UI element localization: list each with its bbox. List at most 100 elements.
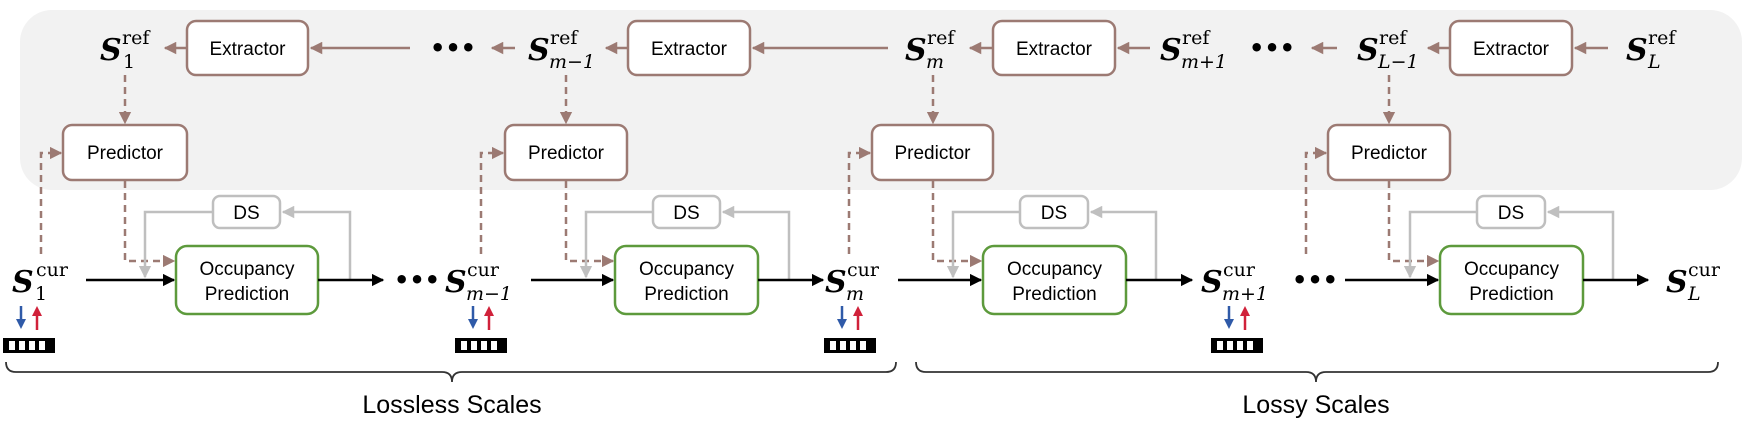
ref-node-l-1-base: S — [1357, 33, 1379, 68]
cur-node-l-sup: cur — [1688, 259, 1721, 281]
op4-line1: Occupancy — [1464, 259, 1560, 280]
lossy-brace — [915, 361, 1719, 383]
ref-node-1-base: S — [100, 33, 122, 68]
ds3-feedback-in — [1089, 205, 1158, 280]
ds-3-label: DS — [1041, 203, 1067, 224]
ds-box-4: DS — [1475, 194, 1547, 230]
ref-node-m: S ref m — [905, 27, 956, 73]
cur-node-m+1-sub: m+1 — [1222, 283, 1268, 305]
predictor-4-label: Predictor — [1351, 143, 1428, 164]
bitstream-group-m+1 — [1211, 306, 1263, 353]
dashed-predictor4-to-occupancy4 — [1387, 181, 1440, 268]
ellipsis-cur-2: ••• — [1292, 266, 1338, 294]
ref-node-m-1: S ref m−1 — [528, 27, 595, 73]
cur-node-l-base: S — [1666, 265, 1688, 300]
lossy-scales-label: Lossy Scales — [1242, 391, 1389, 419]
ref-node-m-1-sub: m−1 — [549, 51, 595, 73]
ds-2-label: DS — [673, 203, 699, 224]
cur-node-m-base: S — [825, 265, 847, 300]
ds2-feedback-out — [579, 210, 653, 279]
ref-node-m+1-base: S — [1160, 33, 1182, 68]
extractor-4-label: Extractor — [1473, 39, 1550, 60]
op3-line1: Occupancy — [1007, 259, 1103, 280]
predictor-box-2: Predictor — [503, 123, 629, 182]
cur-node-1: S cur 1 — [12, 259, 69, 305]
up-arrow-icon — [32, 306, 42, 330]
op2-line2: Prediction — [644, 284, 729, 305]
cur-node-m-1-sup: cur — [467, 259, 500, 281]
ref-node-m-1-base: S — [528, 33, 550, 68]
ref-node-l-sub: L — [1647, 51, 1661, 73]
lossless-scales-label: Lossless Scales — [362, 391, 541, 419]
bitstream-group-m-1 — [455, 306, 507, 353]
ellipsis-ref-1: ••• — [430, 34, 476, 62]
ds3-feedback-out — [946, 210, 1020, 279]
op2-line1: Occupancy — [639, 259, 735, 280]
cur-node-m-sub: m — [846, 283, 864, 305]
op3-line2: Prediction — [1012, 284, 1097, 305]
ref-node-l-1-sup: ref — [1379, 27, 1408, 49]
ref-node-l-base: S — [1626, 33, 1648, 68]
ellipsis-ref-2: ••• — [1249, 34, 1295, 62]
dashed-predictor3-to-occupancy3 — [931, 181, 983, 268]
ds-box-2: DS — [651, 194, 722, 230]
down-arrow-icon — [837, 306, 847, 329]
occupancy-prediction-box-3: Occupancy Prediction — [981, 244, 1128, 316]
cur-node-m+1: S cur m+1 — [1201, 259, 1268, 305]
dashed-predictor1-to-occupancy1 — [123, 181, 176, 268]
bitstream-group-m — [824, 306, 876, 353]
cur-node-m-sup: cur — [847, 259, 880, 281]
occupancy-prediction-box-2: Occupancy Prediction — [613, 244, 760, 316]
up-arrow-icon — [1240, 306, 1250, 330]
extractor-box-2: Extractor — [626, 19, 752, 77]
ref-node-m-1-sup: ref — [550, 27, 579, 49]
cur-node-1-sup: cur — [36, 259, 69, 281]
predictor-2-label: Predictor — [528, 143, 605, 164]
bitstream-buffer-icon — [3, 338, 55, 353]
ref-node-1-sub: 1 — [123, 51, 135, 73]
extractor-box-1: Extractor — [185, 19, 310, 77]
occupancy-prediction-box-4: Occupancy Prediction — [1438, 244, 1585, 316]
dashed-cur-m-to-predictor3 — [847, 146, 872, 254]
cur-node-m+1-base: S — [1201, 265, 1223, 300]
bitstream-buffer-icon — [824, 338, 876, 353]
cur-node-m-1-sub: m−1 — [466, 283, 512, 305]
predictor-3-label: Predictor — [894, 143, 971, 164]
cur-node-m-1-base: S — [445, 265, 467, 300]
ds2-feedback-in — [721, 205, 791, 280]
dashed-cur-m-1-to-predictor2 — [479, 146, 505, 254]
cur-node-1-base: S — [12, 265, 34, 300]
op1-line1: Occupancy — [199, 259, 295, 280]
ref-node-m-sup: ref — [927, 27, 956, 49]
ds1-feedback-out — [138, 210, 213, 279]
cur-node-l-sub: L — [1687, 283, 1701, 305]
ref-node-l: S ref L — [1626, 27, 1677, 73]
ref-node-m+1-sub: m+1 — [1181, 51, 1227, 73]
ref-node-m-base: S — [905, 33, 927, 68]
bitstream-buffer-icon — [455, 338, 507, 353]
occupancy-prediction-box-1: Occupancy Prediction — [174, 244, 320, 316]
ref-node-m-sub: m — [926, 51, 944, 73]
bitstream-group-1 — [3, 306, 55, 353]
ref-node-m+1: S ref m+1 — [1160, 27, 1227, 73]
ds-box-1: DS — [211, 194, 282, 230]
dashed-cur1-to-predictor1 — [39, 146, 63, 254]
predictor-1-label: Predictor — [87, 143, 164, 164]
cur-node-m+1-sup: cur — [1223, 259, 1256, 281]
up-arrow-icon — [484, 306, 494, 330]
up-arrow-icon — [853, 306, 863, 330]
ref-node-l-1: S ref L−1 — [1357, 27, 1419, 73]
ds4-feedback-out — [1403, 210, 1477, 279]
cur-node-m-1: S cur m−1 — [445, 259, 512, 305]
ds-4-label: DS — [1498, 203, 1524, 224]
op1-line2: Prediction — [205, 284, 290, 305]
reference-panel — [20, 10, 1742, 190]
ds-1-label: DS — [233, 203, 259, 224]
cur-node-1-sub: 1 — [35, 283, 47, 305]
predictor-box-4: Predictor — [1326, 123, 1452, 182]
down-arrow-icon — [468, 306, 478, 329]
ds-box-3: DS — [1018, 194, 1090, 230]
ds1-feedback-in — [281, 205, 352, 280]
ds4-feedback-in — [1546, 205, 1615, 280]
